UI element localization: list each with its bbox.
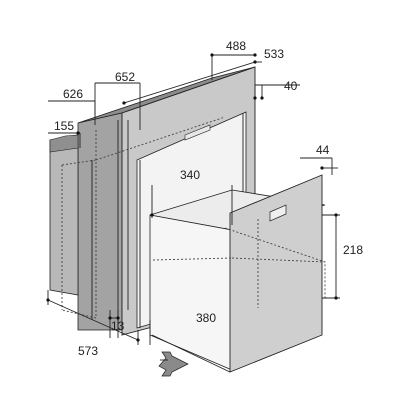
dim-40: 40: [284, 79, 298, 93]
dim-44: 44: [316, 143, 330, 157]
dim-380: 380: [196, 311, 216, 325]
cabinet-left-side: [77, 112, 123, 331]
drawer-bin-side: [149, 214, 233, 371]
dim-155: 155: [54, 119, 74, 133]
dim-626: 626: [63, 87, 83, 101]
cabinet-lower-block: [49, 134, 79, 296]
cabinet-lower-block-top: [49, 134, 79, 153]
cabinet-body: [49, 66, 256, 331]
dim-573: 573: [78, 344, 98, 358]
arrow-right-icon: [158, 351, 189, 377]
drawer-handle: [269, 204, 287, 222]
dim-340: 340: [180, 168, 200, 182]
drawer: [149, 174, 326, 373]
dim-218: 218: [343, 243, 363, 257]
dim-488: 488: [226, 39, 246, 53]
dim-13: 13: [111, 319, 125, 333]
dim-533: 533: [264, 47, 284, 61]
dimension-lines: [46, 53, 340, 373]
dim-652: 652: [115, 70, 135, 84]
hidden-lines: [61, 116, 326, 319]
frame-top-slot: [184, 124, 211, 141]
drawer-front: [229, 174, 323, 373]
dimension-labels: 488 533 652 626 40 155 44 340 218 380 13…: [54, 39, 363, 358]
